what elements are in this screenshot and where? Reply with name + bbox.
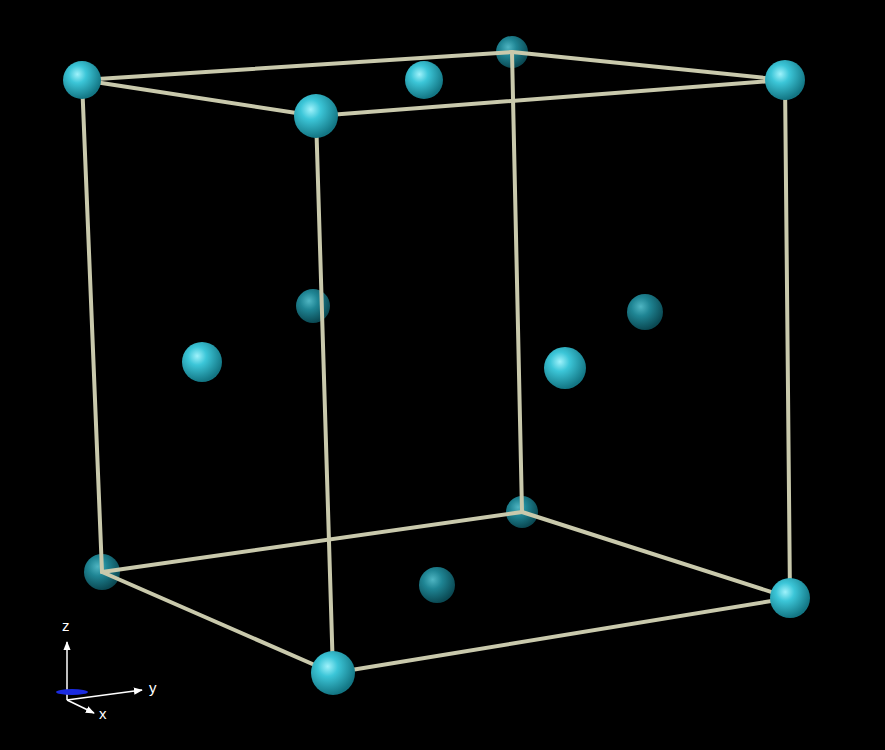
atom [627,294,663,330]
atom [765,60,805,100]
atom [405,61,443,99]
axis-label: z [62,618,70,633]
atom [544,347,586,389]
back-atoms [84,36,663,603]
cube-edges [82,52,790,673]
atom [311,651,355,695]
atom [419,567,455,603]
front-atoms [63,60,810,695]
axis-label: x [99,706,107,721]
atom [294,94,338,138]
axis-triad [56,642,142,713]
atom [296,289,330,323]
atom [63,61,101,99]
axis-label: y [149,680,157,695]
atom [182,342,222,382]
atom [770,578,810,618]
